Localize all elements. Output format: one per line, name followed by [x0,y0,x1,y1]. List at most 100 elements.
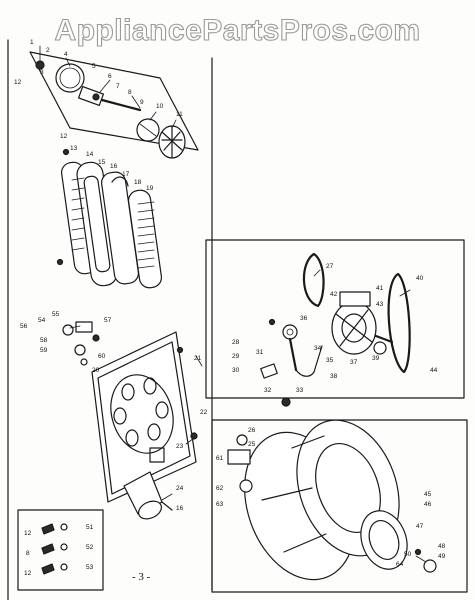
callout-50: 50 [404,551,412,558]
motor-section-frame [205,239,465,399]
callout-leaders [39,45,427,563]
inset-callout-52: 52 [86,544,94,551]
fastener-washer [60,543,68,551]
drive-belt-large [387,272,411,374]
thermostat-part [74,344,86,356]
callout-64: 64 [396,561,404,568]
fastener-screw [41,563,55,575]
callout-46: 46 [424,501,432,508]
page-number: - 3 - [132,571,151,583]
callout-56: 56 [20,323,28,330]
callout-19: 19 [146,185,154,192]
callout-28: 28 [232,339,240,346]
callout-55: 55 [52,311,60,318]
heater-outlet-holes [113,377,169,447]
duct-handle [111,176,129,187]
callout-2: 2 [46,47,50,54]
callout-10: 10 [156,103,164,110]
drum-baffle [261,487,313,501]
idler-arm [288,337,298,372]
drum-section-parts [227,419,437,581]
callout-23: 23 [176,443,184,450]
drum-roller [423,559,437,573]
housing-screw [35,60,45,70]
callout-30: 30 [232,367,240,374]
callout-16b: 16 [176,505,184,512]
capacitor-lead [161,501,173,511]
motor-pulley [373,341,387,355]
callout-32: 32 [264,387,272,394]
motor-core [341,313,367,343]
roller-screw [414,548,422,556]
motor-shaft [374,334,394,344]
seal-hatch [139,123,157,137]
callout-36: 36 [300,315,308,322]
motor-mount-bracket [339,291,371,307]
rear-bulkhead-group [91,331,198,503]
bracket-part [78,85,104,107]
bulkhead-bracket [149,447,165,463]
callout-34: 34 [314,345,322,352]
callout-42: 42 [330,291,338,298]
callout-16: 16 [110,163,118,170]
callout-4: 4 [64,51,68,58]
fastener-washer [60,563,68,571]
callout-59: 59 [40,347,48,354]
blower-housing-inner [59,67,81,89]
callout-6: 6 [108,73,112,80]
drum-bracket [227,449,251,465]
capacitor-cap [138,500,162,520]
callout-35: 35 [326,357,334,364]
thermal-fuse [75,321,93,333]
callout-48: 48 [438,543,446,550]
callout-47: 47 [416,523,424,530]
duct-hatch-left [71,177,85,251]
callout-37: 37 [350,359,358,366]
callout-3: 3 [40,69,44,76]
fastener-screw [41,543,55,555]
callout-44: 44 [430,367,438,374]
callout-57: 57 [104,317,112,324]
fastener-washer [60,523,68,531]
lint-filter [127,189,163,289]
callout-43: 43 [376,301,384,308]
blower-housing-group [29,51,199,159]
bulkhead-screw [176,346,184,354]
callout-54: 54 [38,317,46,324]
callout-9: 9 [140,99,144,106]
callout-17: 17 [122,171,130,178]
callout-22: 22 [200,409,208,416]
callout-18: 18 [134,179,142,186]
callout-21: 21 [194,355,202,362]
callout-1: 1 [30,39,34,46]
callout-63: 63 [216,501,224,508]
callout-11: 11 [176,111,183,118]
callout-27: 27 [326,263,334,270]
callout-13: 13 [70,145,78,152]
thermostat-screw [92,334,100,342]
fastener-screw [41,523,55,535]
callout-12a: 12 [14,79,22,86]
callout-12b: 12 [60,133,68,140]
callout-38: 38 [330,373,338,380]
callout-7: 7 [116,83,120,90]
rear-bulkhead-inner [97,341,191,495]
inset-fastener-frame [17,509,104,591]
inset-labels: 12 51 8 52 12 53 [24,524,94,577]
capacitor-group [123,471,173,520]
idler-bracket [260,363,278,379]
callout-41: 41 [376,285,384,292]
callout-20: 20 [92,367,100,374]
callout-39: 39 [372,355,380,362]
callout-25: 25 [248,441,256,448]
bulkhead-screw [190,432,198,440]
duct-screw-row [56,148,70,266]
thermostat-part [62,324,74,336]
callout-labels: 1 2 3 12 4 5 6 7 8 9 10 11 12 13 14 15 1… [14,39,446,568]
callout-14: 14 [86,151,94,158]
blower-wheel [158,125,186,159]
thermostat-group [62,321,100,366]
inset-callout-12a: 12 [24,530,32,537]
